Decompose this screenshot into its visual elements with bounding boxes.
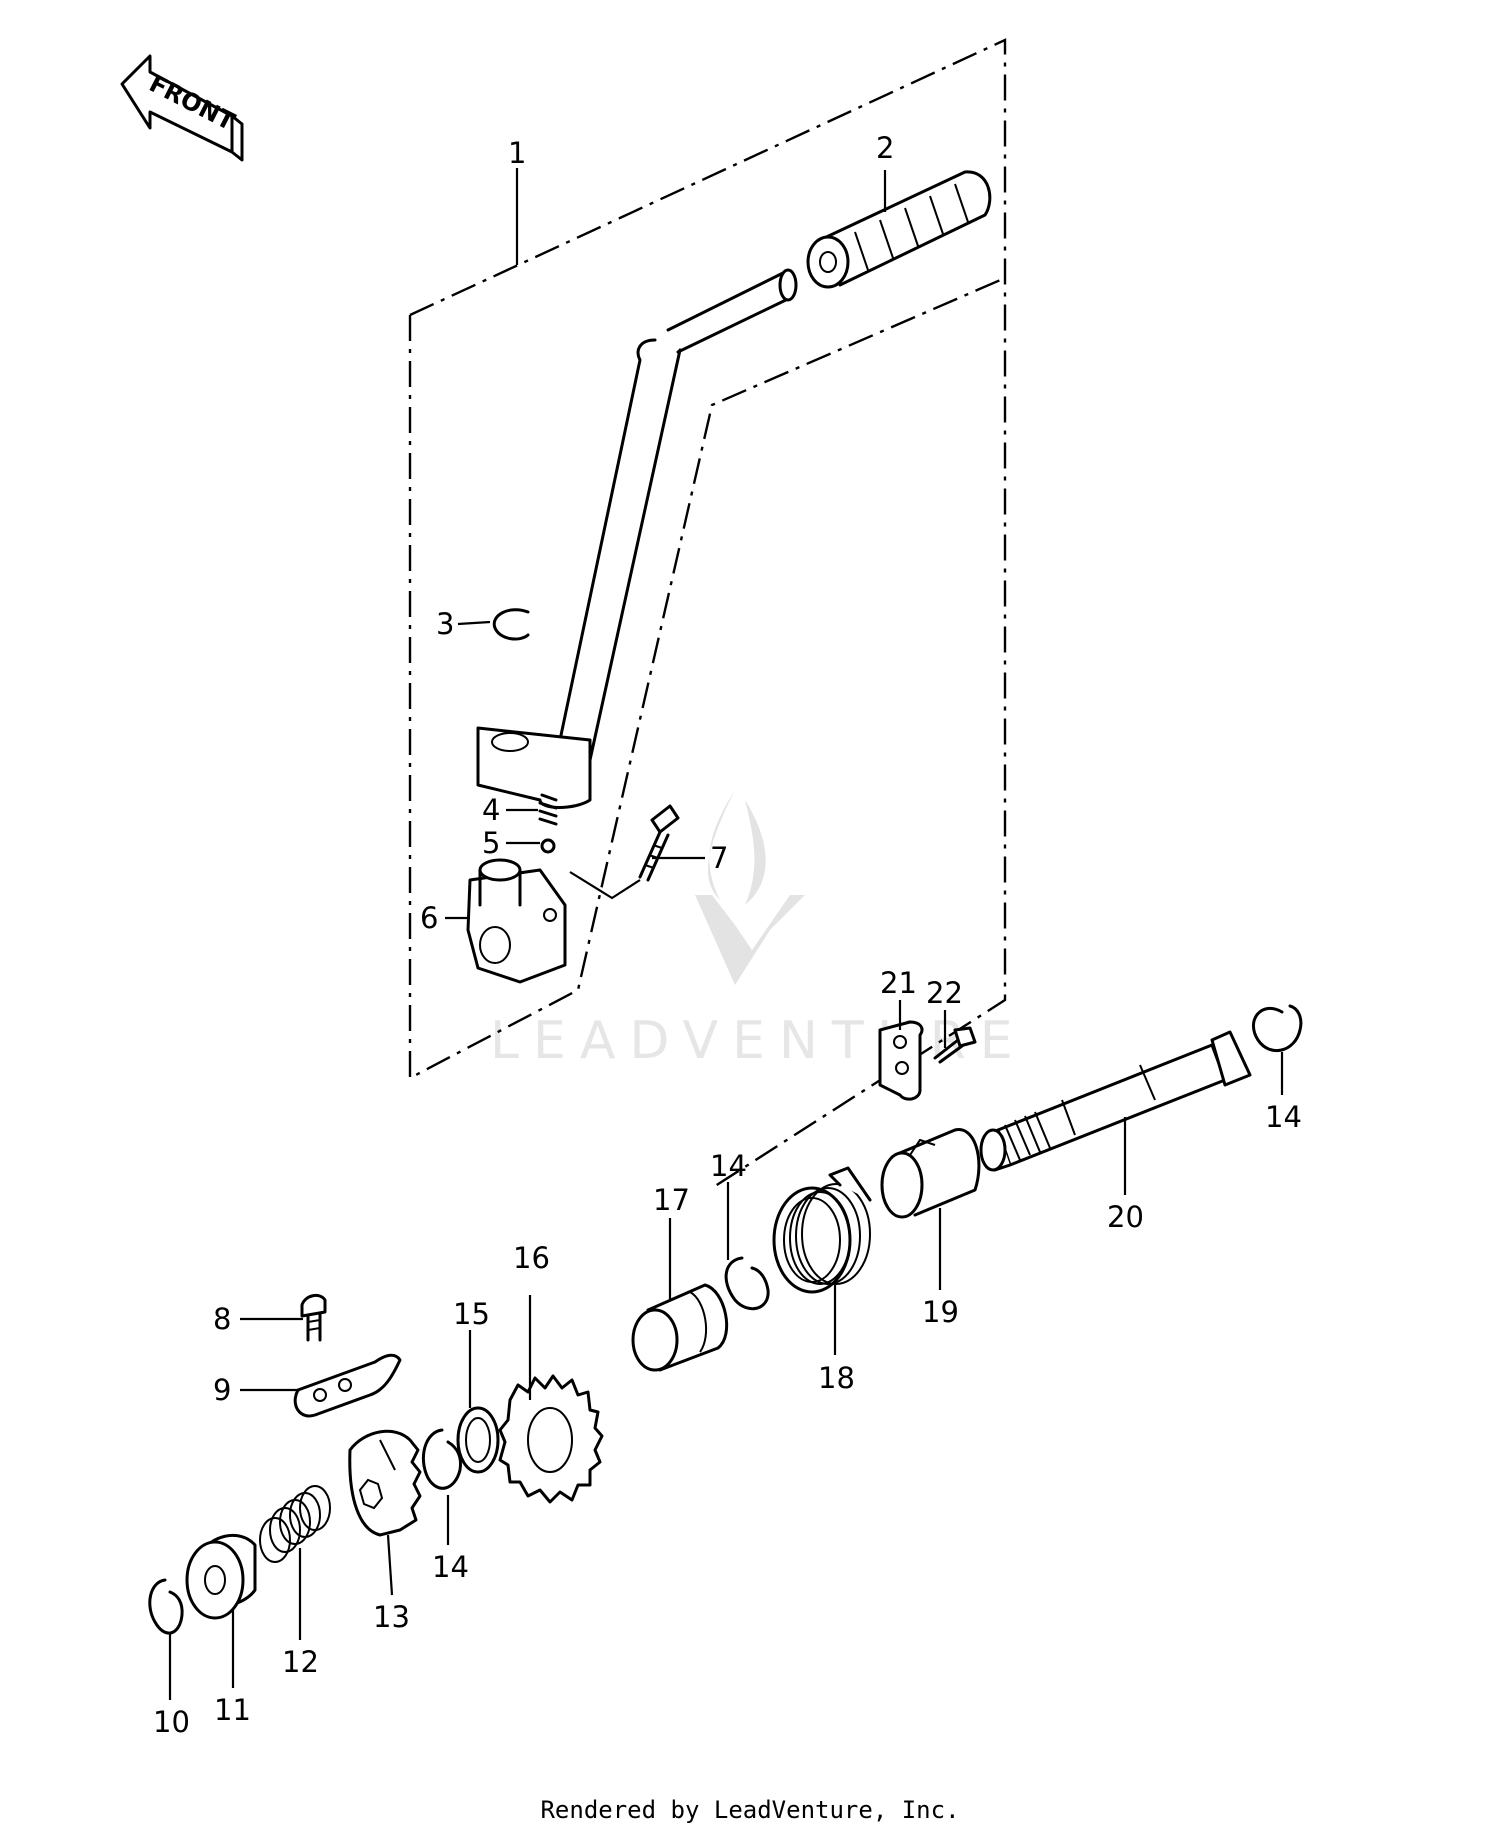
label-part-20: 20 [1107, 1200, 1144, 1234]
label-part-16: 16 [513, 1241, 550, 1275]
label-part-15: 15 [453, 1297, 490, 1331]
pedal-circlip [492, 608, 530, 641]
label-part-14a: 14 [1265, 1100, 1302, 1134]
label-part-14b: 14 [710, 1149, 747, 1183]
label-part-19: 19 [922, 1295, 959, 1329]
label-part-3: 3 [436, 607, 454, 641]
label-part-6: 6 [420, 901, 438, 935]
leader-lines [168, 168, 1284, 1700]
footer-credit: Rendered by LeadVenture, Inc. [540, 1796, 960, 1824]
label-part-1: 1 [508, 136, 526, 170]
pedal-boss [466, 858, 567, 984]
plate-bolt [933, 1026, 977, 1064]
label-part-17: 17 [653, 1183, 690, 1217]
label-part-21: 21 [880, 966, 917, 1000]
guide-plate-bolt [300, 1293, 327, 1342]
pedal-ball [540, 838, 556, 854]
label-part-2: 2 [876, 131, 894, 165]
gear-washer [456, 1406, 500, 1474]
kick-pedal-group-boundary [408, 38, 1007, 1190]
circlip-upper-right [1251, 1004, 1303, 1052]
pedal-spring [538, 793, 558, 826]
kick-pedal-lever [476, 268, 798, 809]
pedal-grip-rubber [806, 170, 992, 289]
circlip-end [148, 1578, 184, 1635]
label-part-11: 11 [214, 1693, 251, 1727]
label-part-4: 4 [482, 793, 500, 827]
shaft-collar [880, 1128, 981, 1219]
part-number-labels: 1 2 3 4 5 6 7 8 9 10 11 12 13 14 15 16 1… [153, 131, 1302, 1739]
front-direction-arrow: FRONT [120, 54, 244, 162]
label-part-14c: 14 [432, 1550, 469, 1584]
label-part-18: 18 [818, 1361, 855, 1395]
kick-gear [498, 1374, 604, 1504]
label-part-9: 9 [213, 1373, 231, 1407]
label-part-8: 8 [213, 1302, 231, 1336]
label-part-10: 10 [153, 1705, 190, 1739]
leadventure-watermark: LEADVENTURE [490, 790, 1027, 1071]
return-spring [772, 1166, 872, 1294]
ratchet-gear [348, 1429, 422, 1537]
label-part-13: 13 [373, 1600, 410, 1634]
label-part-7: 7 [710, 841, 728, 875]
circlip-lower [421, 1428, 462, 1490]
watermark-text: LEADVENTURE [490, 1011, 1027, 1071]
ratchet-spring [259, 1485, 331, 1563]
kickstarter-shaft [979, 1030, 1252, 1172]
guide-plate [293, 1353, 402, 1418]
stopper-plate [878, 1020, 924, 1101]
shaft-sleeve [631, 1283, 729, 1372]
label-part-22: 22 [926, 976, 963, 1010]
label-part-12: 12 [282, 1645, 319, 1679]
label-part-5: 5 [482, 826, 500, 860]
pedal-boss-bolt [638, 804, 680, 882]
spring-guide-washer [185, 1534, 257, 1620]
bolt-indicator-line [569, 871, 641, 900]
circlip-middle [724, 1256, 770, 1311]
